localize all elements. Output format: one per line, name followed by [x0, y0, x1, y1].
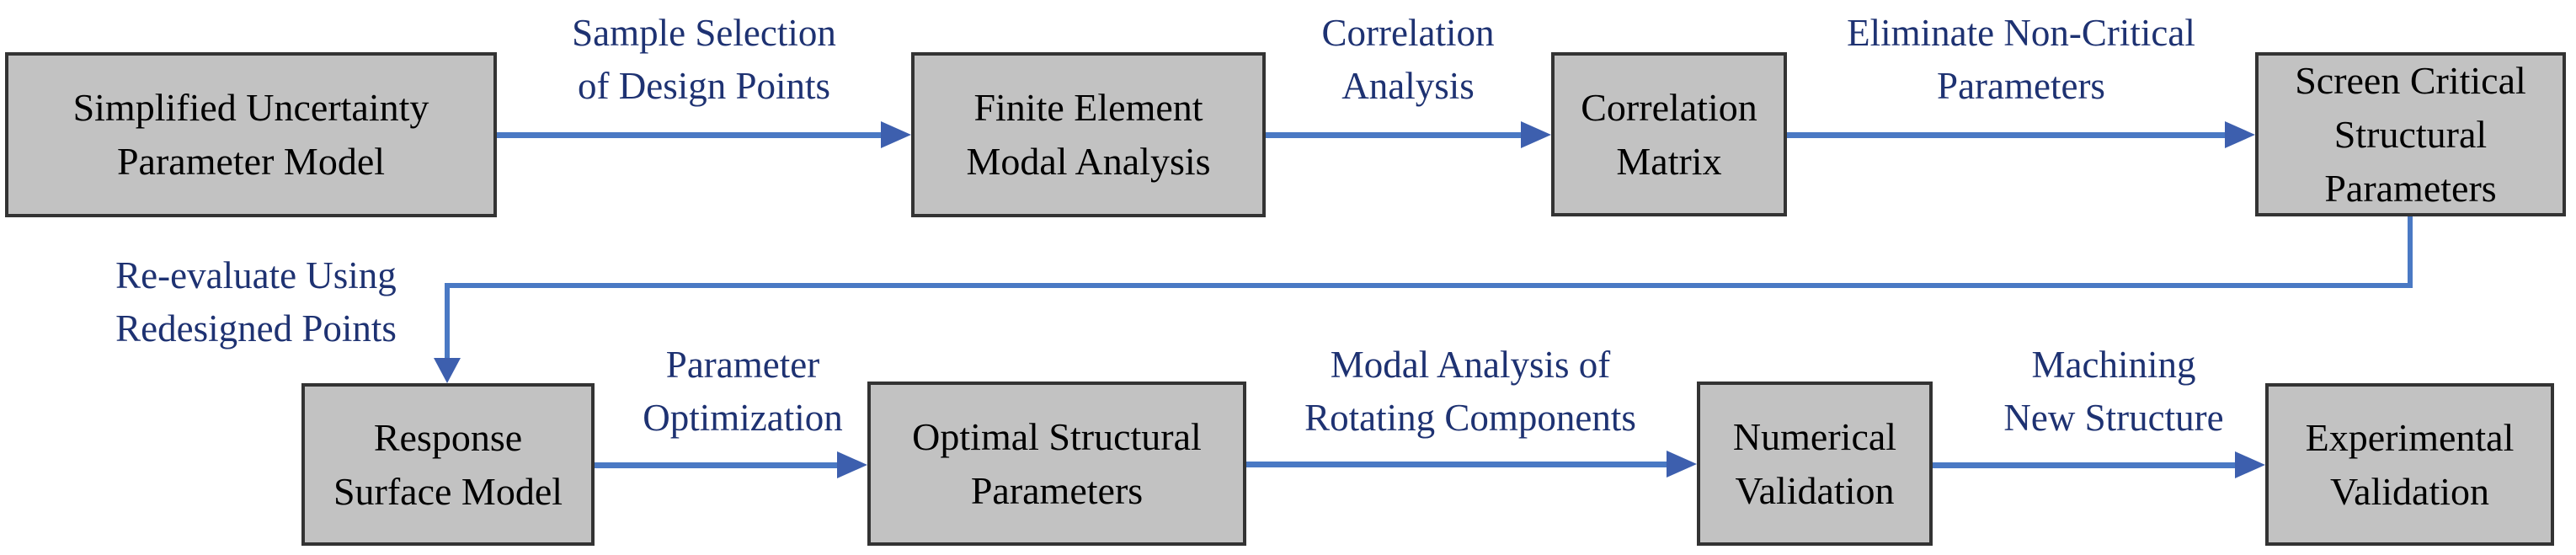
- edge-label-modal-analysis-rotating: Modal Analysis of Rotating Components: [1304, 344, 1636, 439]
- arrow-3-head-icon: [2225, 121, 2255, 148]
- arrow-6-head-icon: [1667, 451, 1697, 478]
- box-numerical-validation: Numerical Validation: [1697, 382, 1933, 546]
- edge-label-eliminate-non-critical: Eliminate Non-Critical Parameters: [1847, 12, 2195, 107]
- box-optimal-structural-parameters: Optimal Structural Parameters: [867, 382, 1246, 546]
- arrow-7-head-icon: [2235, 451, 2265, 478]
- arrow-2-head-icon: [1521, 121, 1551, 148]
- edge-label-parameter-optimization: Parameter Optimization: [643, 344, 843, 439]
- edge-label-sample-selection: Sample Selection of Design Points: [572, 12, 836, 107]
- arrow-5-line: [595, 462, 837, 468]
- edge-label-machining-new-structure: Machining New Structure: [2003, 344, 2224, 439]
- arrow-1-head-icon: [881, 121, 911, 148]
- arrow-7-line: [1933, 462, 2235, 468]
- arrow-5-head-icon: [837, 451, 867, 478]
- feedback-arrow-head-icon: [434, 358, 461, 383]
- edge-label-correlation-analysis: Correlation Analysis: [1321, 12, 1495, 107]
- arrow-6-line: [1246, 462, 1667, 467]
- edge-label-re-evaluate: Re-evaluate Using Redesigned Points: [115, 254, 397, 350]
- arrow-2-line: [1266, 132, 1521, 138]
- arrow-1-line: [497, 132, 883, 138]
- box-screen-critical-structural-parameters: Screen Critical Structural Parameters: [2255, 52, 2566, 216]
- feedback-arrow-segment-into-box: [445, 283, 450, 359]
- box-correlation-matrix: Correlation Matrix: [1551, 52, 1787, 216]
- arrow-3-line: [1787, 132, 2225, 138]
- box-finite-element-modal-analysis: Finite Element Modal Analysis: [911, 52, 1266, 217]
- box-response-surface-model: Response Surface Model: [301, 383, 595, 546]
- feedback-arrow-segment-down: [2408, 216, 2413, 286]
- feedback-arrow-segment-across: [445, 283, 2413, 288]
- box-simplified-uncertainty-parameter-model: Simplified Uncertainty Parameter Model: [5, 52, 497, 217]
- box-experimental-validation: Experimental Validation: [2265, 383, 2554, 546]
